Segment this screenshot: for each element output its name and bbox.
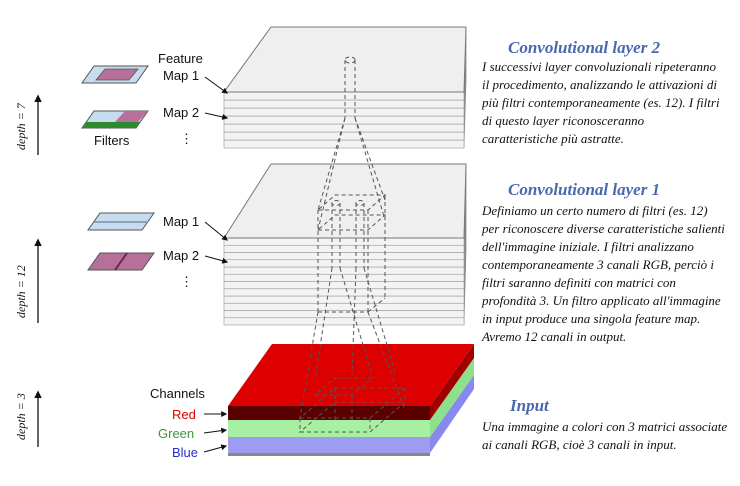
depth-label-top: depth = 7: [14, 102, 28, 150]
feature-map-layer: [223, 244, 465, 253]
feature-map-layer: [223, 317, 465, 326]
feature-map-layer: [223, 295, 465, 304]
conv2-title: Convolutional layer 2: [508, 38, 661, 57]
conv2-block: [223, 26, 467, 149]
feature-map-layer: [223, 107, 465, 117]
input-title: Input: [510, 396, 549, 415]
filters-icon: [81, 110, 149, 129]
blue-channel-side: [430, 375, 474, 453]
input-block: [228, 344, 474, 456]
blue-channel-label: Blue: [172, 445, 198, 460]
feature-map-layer: [223, 252, 465, 261]
feature-map-1-label-line1: Feature: [158, 51, 203, 66]
feature-map-layer: [223, 310, 465, 319]
conv1-top-face: [223, 163, 467, 239]
feature-map-layer: [223, 273, 465, 282]
filters-label: Filters: [94, 133, 130, 148]
feature-map-layer: [223, 237, 465, 246]
feature-map-layer: [223, 259, 465, 268]
conv1-block: [223, 163, 467, 326]
conv2-top-face: [223, 26, 467, 93]
feature-map-layer: [223, 123, 465, 133]
depth-label-middle: depth = 12: [14, 265, 28, 318]
feature-map-layer: [223, 288, 465, 297]
red-channel-side: [430, 344, 474, 420]
map-1-filter-icon: [87, 212, 155, 231]
top-ellipsis: ⋮: [180, 131, 193, 146]
feature-map-layer: [223, 302, 465, 311]
input-base: [228, 453, 430, 456]
feature-map-1-label-line2: Map 1: [163, 68, 199, 83]
feature-map-layer: [223, 131, 465, 141]
feature-map-layer: [223, 99, 465, 109]
depth-axis-bottom: depth = 3: [14, 390, 42, 447]
feature-map-1-icon: [81, 65, 149, 84]
red-channel-label: Red: [172, 407, 196, 422]
feature-map-layer: [223, 91, 465, 101]
channels-label: Channels: [150, 386, 205, 401]
depth-label-bottom: depth = 3: [14, 393, 28, 440]
receptive-field-lines: [298, 56, 407, 433]
green-channel-side: [430, 358, 474, 437]
conv1-description: Definiamo un certo numero di filtri (es.…: [482, 203, 725, 344]
blue-channel-front: [228, 437, 430, 453]
map-2-label: Map 2: [163, 248, 199, 263]
middle-ellipsis: ⋮: [180, 274, 193, 289]
green-channel-label: Green: [158, 426, 194, 441]
input-description: Una immagine a colori con 3 matrici asso…: [482, 419, 728, 452]
green-channel-front: [228, 420, 430, 437]
depth-axis-middle: depth = 12: [14, 238, 42, 323]
depth-axis-top: depth = 7: [14, 94, 42, 155]
conv1-title: Convolutional layer 1: [508, 180, 661, 199]
red-channel-top: [228, 344, 474, 406]
map-2-top-label: Map 2: [163, 105, 199, 120]
conv2-description: I successivi layer convoluzionali ripete…: [482, 59, 720, 146]
feature-map-layer: [223, 266, 465, 275]
red-channel-front: [228, 406, 430, 420]
map-2-filter-icon: [87, 252, 155, 271]
map-1-label: Map 1: [163, 214, 199, 229]
feature-map-layer: [223, 139, 465, 149]
